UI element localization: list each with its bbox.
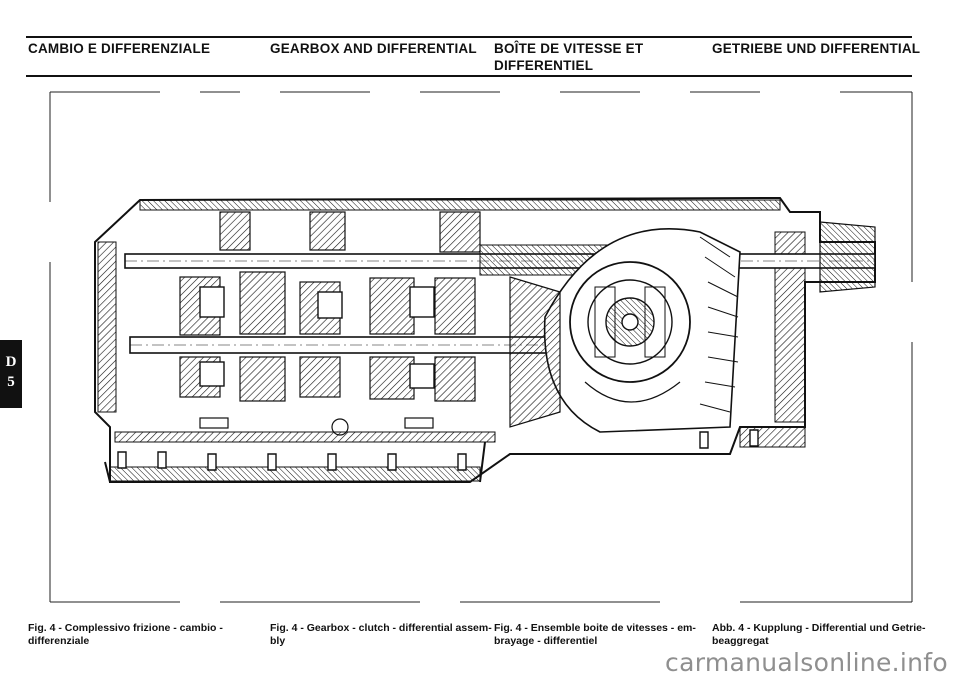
watermark-text: carmanualsonline.info — [665, 648, 948, 677]
gearbox-cross-section-drawing — [49, 91, 913, 603]
header-italian: CAMBIO E DIFFERENZIALE — [28, 41, 211, 56]
caption-english-line2: bly — [270, 635, 286, 647]
caption-french-line1: Fig. 4 - Ensemble boite de vitesses - em… — [494, 622, 696, 634]
section-tab-letter: D — [5, 354, 17, 370]
gear-set — [179, 211, 481, 402]
header-english: GEARBOX AND DIFFERENTIAL — [270, 41, 477, 56]
caption-german-line2: beaggregat — [712, 635, 769, 647]
header-german: GETRIEBE UND DIFFERENTIAL — [712, 41, 921, 56]
output-shaft — [129, 336, 551, 354]
header-french-line2: DIFFERENTIEL — [494, 58, 594, 73]
sump-bolts — [199, 417, 434, 436]
caption-italian-line2: differenziale — [28, 635, 90, 647]
header-french-line1: BOÎTE DE VITESSE ET — [494, 41, 644, 56]
header-top-rule — [26, 36, 912, 38]
bevel-pinion — [509, 276, 561, 428]
housing-walls — [97, 199, 806, 482]
caption-french: Fig. 4 - Ensemble boite de vitesses - em… — [494, 622, 696, 648]
caption-english: Fig. 4 - Gearbox - clutch - differential… — [270, 622, 492, 648]
section-tab-number: 5 — [7, 374, 15, 390]
output-flange — [819, 221, 876, 293]
header-bottom-rule — [26, 75, 912, 77]
caption-italian-line1: Fig. 4 - Complessivo frizione - cambio - — [28, 622, 223, 634]
section-tab: D 5 — [0, 340, 22, 408]
mounting-studs — [117, 429, 759, 471]
caption-french-line2: brayage - differentiel — [494, 635, 598, 647]
figure-frame — [49, 91, 913, 603]
caption-german-line1: Abb. 4 - Kupplung - Differential und Get… — [712, 622, 926, 634]
caption-english-line1: Fig. 4 - Gearbox - clutch - differential… — [270, 622, 492, 634]
caption-german: Abb. 4 - Kupplung - Differential und Get… — [712, 622, 926, 648]
synchronizers — [199, 286, 435, 389]
caption-italian: Fig. 4 - Complessivo frizione - cambio -… — [28, 622, 223, 648]
header-french: BOÎTE DE VITESSE ET DIFFERENTIEL — [494, 40, 643, 74]
